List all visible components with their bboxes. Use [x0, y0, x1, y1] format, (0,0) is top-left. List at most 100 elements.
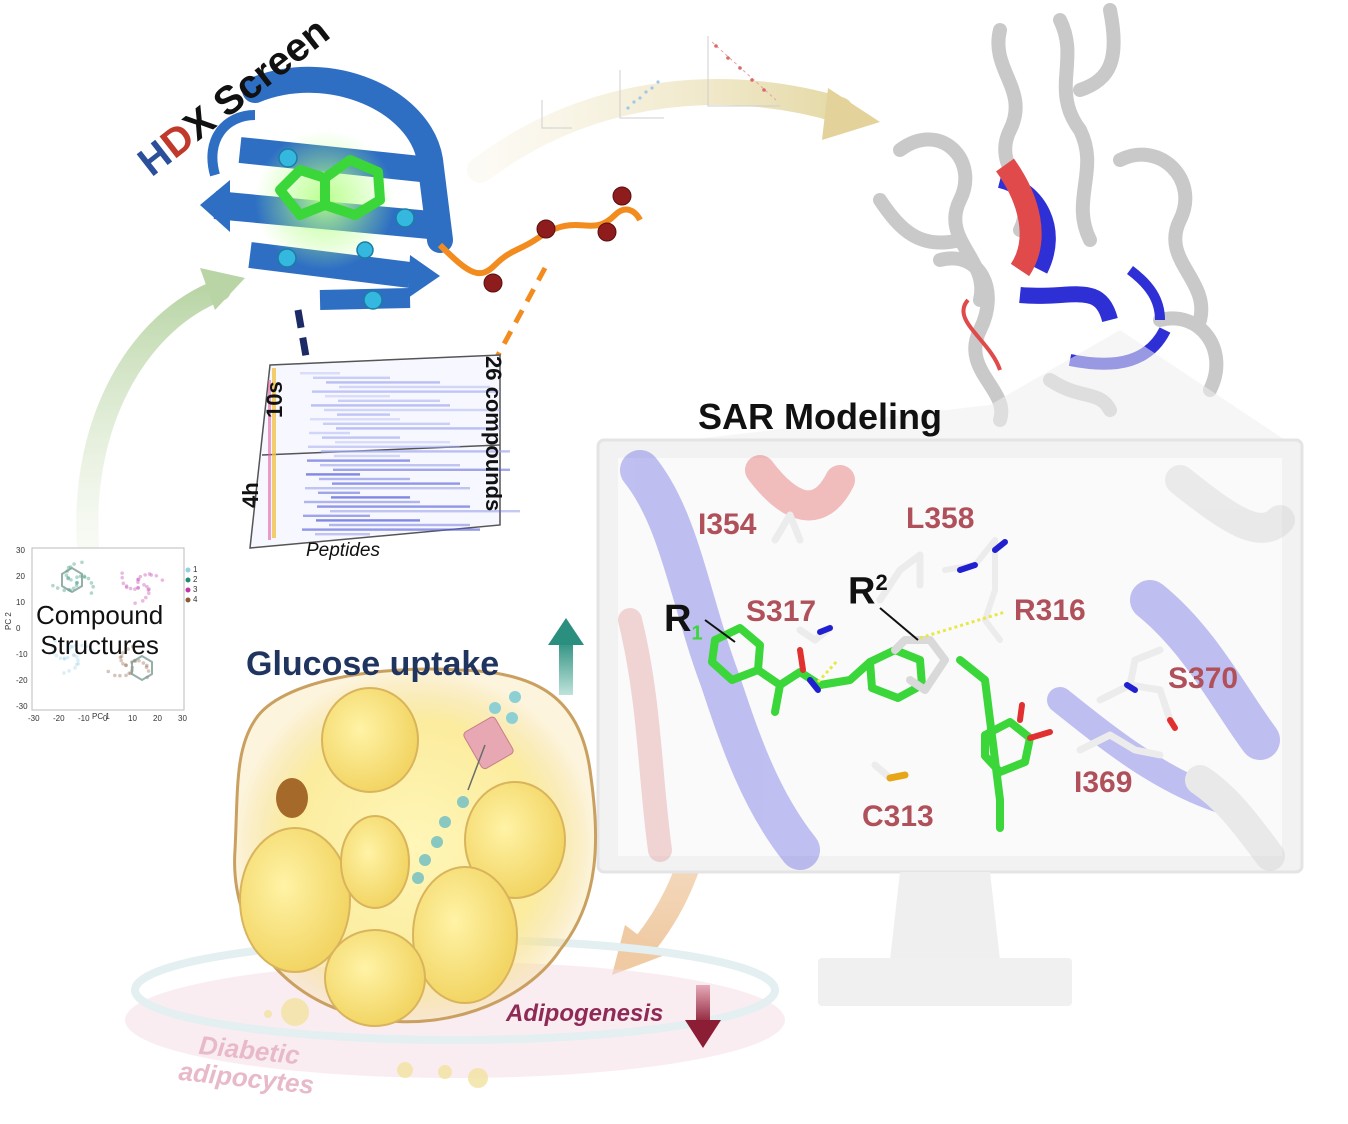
pca-point	[52, 649, 56, 653]
pca-y-tick: -20	[16, 676, 28, 685]
pca-point	[154, 573, 159, 578]
pca-point	[80, 560, 84, 565]
pca-point	[62, 657, 67, 661]
adipocyte-cell	[125, 667, 785, 1088]
pca-x-tick: -10	[78, 714, 90, 723]
heatmap-band	[325, 395, 390, 398]
pca-point	[51, 583, 55, 588]
pca-point	[50, 645, 55, 649]
pca-point	[140, 599, 145, 603]
pca-point	[64, 573, 69, 578]
pca-point	[62, 656, 66, 661]
pca-x-label: PC 1	[92, 712, 110, 721]
protein-structure-3d	[873, 3, 1224, 427]
heatmap-band	[336, 427, 500, 430]
pca-point	[142, 583, 146, 587]
heatmap-band	[324, 408, 500, 412]
pca-y-label: PC 2	[4, 612, 13, 630]
pca-point	[65, 655, 70, 660]
glucose-up-arrow	[548, 618, 584, 695]
pca-point	[73, 643, 78, 647]
pca-point	[66, 575, 71, 580]
pca-point	[62, 671, 66, 675]
protein-coil	[1073, 3, 1121, 97]
heatmap-band	[326, 381, 440, 384]
protein-coil	[893, 132, 989, 307]
r2-group-label: R2	[848, 570, 888, 613]
pca-point	[90, 649, 95, 653]
adipogenesis-down-arrow	[685, 985, 721, 1048]
heatmap-band	[322, 436, 400, 439]
pca-point	[121, 581, 126, 586]
pca-point	[72, 653, 76, 657]
pca-point	[58, 656, 63, 660]
flow-arrow-pca-to-hdx	[76, 268, 245, 556]
pca-point	[82, 575, 87, 579]
pca-legend-item: 1	[193, 565, 198, 574]
pca-point	[67, 669, 71, 673]
pca-point	[133, 601, 137, 605]
heatmap-band	[320, 464, 460, 467]
peptide-chain	[437, 186, 643, 293]
pca-point	[74, 583, 79, 588]
pca-point	[89, 581, 94, 585]
pca-x-tick: 20	[153, 714, 162, 723]
heatmap-band	[331, 496, 410, 499]
pca-point	[145, 584, 149, 589]
monitor	[596, 438, 1304, 1006]
pca-point	[121, 662, 125, 666]
pca-point	[160, 578, 165, 582]
pca-point	[55, 586, 60, 590]
heatmap-band	[310, 418, 400, 421]
pca-point	[141, 661, 146, 665]
pca-point	[149, 573, 154, 577]
pca-x-tick: 0	[103, 714, 108, 723]
pca-point	[147, 587, 151, 591]
pca-label-line2: Structures	[40, 630, 159, 660]
pca-point	[69, 578, 73, 582]
heatmap-label-10s: 10s	[262, 381, 287, 418]
pca-point	[133, 587, 137, 591]
pca-point	[76, 658, 80, 663]
pca-point	[126, 647, 130, 651]
pca-point	[74, 581, 79, 585]
pca-point	[71, 586, 76, 591]
protein-coil	[1053, 13, 1097, 247]
sar-binding-scene	[618, 450, 1295, 871]
pca-point	[136, 585, 140, 590]
heatmap-band	[318, 491, 360, 494]
pca-point	[74, 662, 79, 667]
heatmap-label-peptides: Peptides	[306, 540, 380, 561]
pca-point	[124, 584, 129, 588]
residue-i354: I354	[698, 508, 757, 541]
pca-point	[144, 665, 149, 670]
pca-point	[82, 574, 87, 578]
heatmap-band	[319, 477, 410, 481]
pca-x-tick: 30	[178, 714, 187, 723]
pca-point	[76, 661, 81, 666]
pca-point	[86, 576, 91, 581]
heatmap-band	[329, 523, 470, 527]
heatmap-band	[303, 514, 370, 517]
pca-legend-item: 4	[193, 595, 198, 604]
glucose-uptake-label: Glucose uptake	[246, 645, 500, 683]
pca-point	[113, 673, 117, 678]
heatmap-band	[333, 468, 510, 471]
pca-point	[146, 669, 151, 673]
pca-point	[72, 562, 76, 566]
hdx-heatmap	[249, 354, 520, 549]
pca-point	[91, 584, 95, 589]
pca-point	[85, 644, 89, 649]
pca-point	[54, 653, 59, 658]
dashed-line-orange	[487, 266, 548, 372]
heatmap-band	[339, 385, 490, 389]
hdx-protein-cartoon	[200, 66, 453, 310]
pca-point	[120, 651, 125, 655]
pca-point	[119, 654, 124, 659]
pca-point	[74, 655, 79, 659]
pca-point	[127, 671, 131, 676]
pca-legend-item: 2	[193, 575, 198, 584]
pca-point	[75, 575, 79, 580]
pca-y-tick: 30	[16, 546, 25, 555]
pca-point	[67, 647, 71, 652]
